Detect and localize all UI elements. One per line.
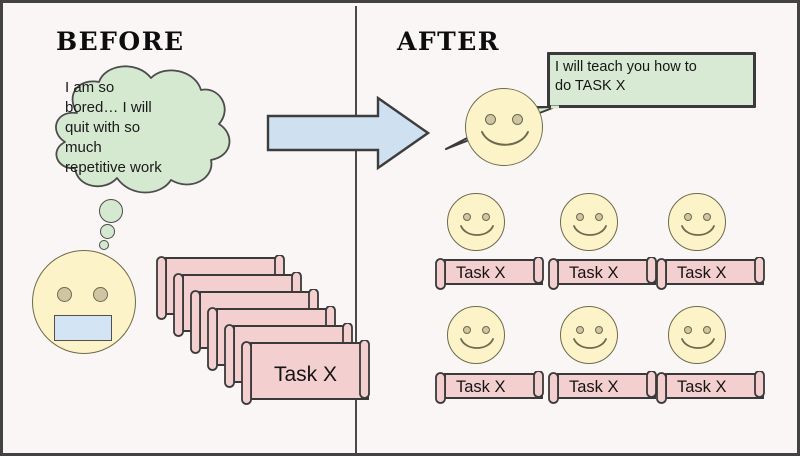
eye-right-icon	[482, 213, 490, 221]
task-banner-label: Task X	[677, 264, 727, 282]
task-banner-label: Task X	[569, 264, 619, 282]
task-banner: Task X	[655, 256, 767, 291]
eye-right-icon	[595, 213, 603, 221]
teacher-smiley-face-icon	[465, 88, 543, 166]
eye-right-icon	[93, 287, 108, 302]
eye-left-icon	[485, 114, 496, 125]
smile-icon	[572, 224, 608, 240]
student-smiley-face-icon	[668, 193, 726, 251]
smile-icon	[680, 337, 716, 353]
student-smiley-face-icon	[668, 306, 726, 364]
eye-right-icon	[703, 213, 711, 221]
before-panel-title: BEFORE	[56, 27, 185, 56]
after-panel-title: AFTER	[397, 27, 501, 56]
thought-cloud-text: I am so bored… I will quit with so much …	[65, 79, 162, 176]
eye-right-icon	[512, 114, 523, 125]
task-banner: Task X	[547, 256, 659, 291]
eye-left-icon	[463, 326, 471, 334]
eye-right-icon	[595, 326, 603, 334]
smile-icon	[480, 129, 530, 151]
thought-cloud: I am so bored… I will quit with so much …	[35, 58, 245, 203]
eye-right-icon	[703, 326, 711, 334]
smile-icon	[680, 224, 716, 240]
task-banner: Task X	[655, 370, 767, 405]
student-smiley-face-icon	[447, 306, 505, 364]
task-banner-label: Task X	[569, 378, 619, 396]
task-banner-label: Task X	[456, 264, 506, 282]
student-smiley-face-icon	[447, 193, 505, 251]
eye-left-icon	[463, 213, 471, 221]
task-banner: Task X	[547, 370, 659, 405]
student-smiley-face-icon	[560, 193, 618, 251]
eye-left-icon	[684, 213, 692, 221]
student-smiley-face-icon	[560, 306, 618, 364]
panel-divider	[355, 6, 357, 453]
thought-bubble-dot-medium	[100, 224, 115, 239]
eye-left-icon	[684, 326, 692, 334]
thought-bubble-dot-large	[99, 199, 123, 223]
task-banner: Task X	[434, 256, 546, 291]
smile-icon	[459, 224, 495, 240]
eye-left-icon	[57, 287, 72, 302]
task-banner-label: Task X	[456, 378, 506, 396]
eye-right-icon	[482, 326, 490, 334]
smile-icon	[459, 337, 495, 353]
eye-left-icon	[576, 213, 584, 221]
eye-left-icon	[576, 326, 584, 334]
smile-icon	[572, 337, 608, 353]
task-banner-label: Task X	[677, 378, 727, 396]
task-banner-label: Task X	[274, 363, 338, 386]
transition-arrow-icon	[266, 95, 431, 171]
thought-bubble-dot-small	[99, 240, 109, 250]
task-banner: Task X	[240, 339, 372, 406]
speech-callout-text: I will teach you how to do TASK X	[555, 59, 697, 94]
task-banner: Task X	[434, 370, 546, 405]
flat-mouth-icon	[54, 315, 112, 341]
sad-face-icon	[32, 250, 136, 354]
